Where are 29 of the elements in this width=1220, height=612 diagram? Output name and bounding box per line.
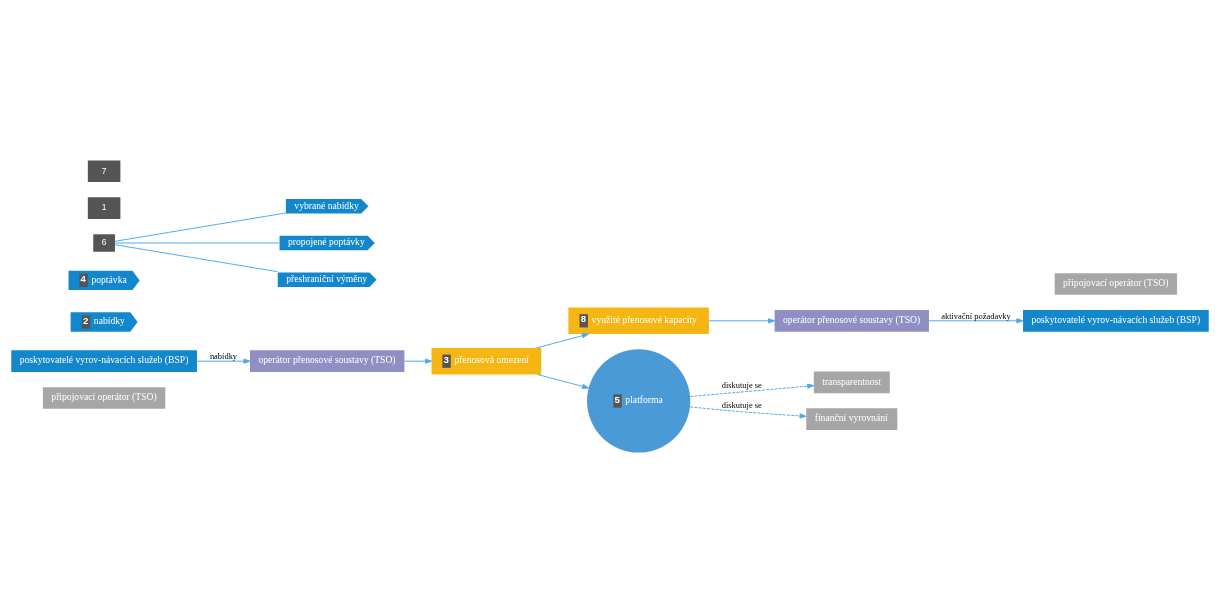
node-box: 3 přenosová omezení [431,347,542,374]
arrow [404,358,432,364]
node-box: poskytovatelé vyrov-návacích služeb (BSP) [11,349,197,372]
arrow [708,317,775,323]
label: 7 [101,165,107,175]
connector [114,212,287,242]
arrow [536,332,589,348]
connector [114,243,279,272]
node-box: 8 využité přenosové kapacity [568,307,709,334]
node-box: připojovací operátor (TSO) [42,386,166,409]
label: 1 [101,201,107,212]
node-box: operátor přenosové soustavy (TSO) [250,349,405,372]
edge-label: aktivační požadavky [941,310,1011,321]
arrow [689,383,815,397]
arrow [537,373,590,389]
edge-label: diskutuje se [721,399,762,410]
arrow [196,358,251,364]
node-box: poskytovatelé vyrov-návacích služeb (BSP) [1023,309,1209,332]
edge-label: nabídky [209,350,238,361]
connector [114,242,280,243]
node-box: připojovací operátor (TSO) [1054,272,1178,295]
node-circle: 5 platforma [587,348,691,453]
node-box: operátor přenosové soustavy (TSO) [774,309,929,332]
node-box: finanční vyrovnání [806,407,898,430]
arrow [689,405,807,419]
node-box: 6 [93,233,115,252]
arrow [928,317,1024,323]
edge-label: diskutuje se [721,379,762,390]
node-box: transparentnost [813,370,890,393]
